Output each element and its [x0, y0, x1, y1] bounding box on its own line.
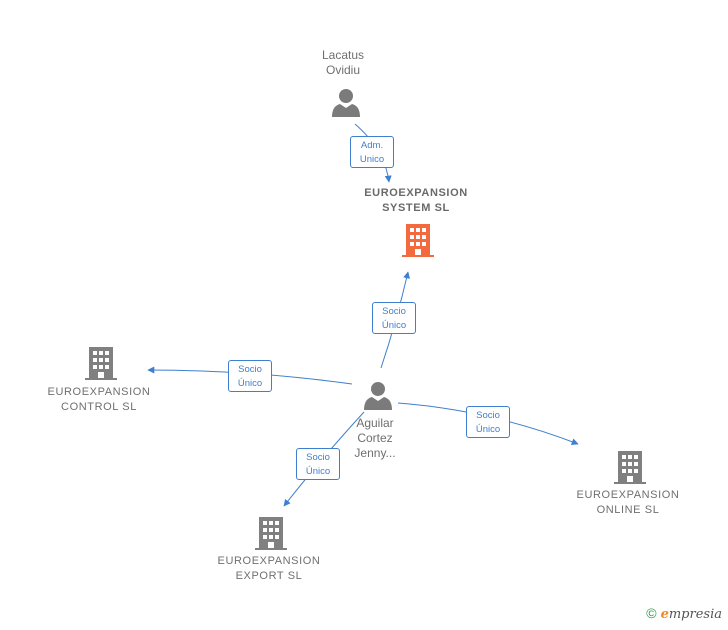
building-icon[interactable] — [614, 451, 646, 484]
edge-badge-line: Socio — [476, 410, 500, 421]
edge-badge-line: Único — [305, 466, 331, 477]
brand-initial: e — [660, 607, 669, 622]
person-name-line: Ovidiu — [325, 63, 360, 77]
person-name-line: Lacatus — [321, 48, 365, 62]
person-name-line: Aguilar — [356, 416, 394, 430]
person-icon[interactable] — [364, 382, 392, 410]
building-icon[interactable] — [255, 517, 287, 550]
person-label-aguilar[interactable]: Aguilar Cortez Jenny... — [335, 416, 415, 461]
person-name-line: Cortez — [357, 431, 393, 445]
edge-badge-line: Socio — [238, 364, 262, 375]
person-label-lacatus[interactable]: Lacatus Ovidiu — [303, 48, 383, 78]
edge-badge-line: Unico — [359, 154, 385, 165]
edge-badge-to-system[interactable]: Socio Único — [372, 302, 416, 334]
copyright-symbol: © — [646, 605, 657, 621]
edge-badge-adm[interactable]: Adm. Unico — [350, 136, 394, 168]
edge-badge-line: Adm. — [360, 140, 384, 151]
company-label-export[interactable]: EUROEXPANSION EXPORT SL — [199, 554, 339, 584]
company-name-line: EUROEXPANSION — [364, 187, 468, 199]
brand-rest: mpresia — [668, 607, 722, 622]
company-name-line: EUROEXPANSION — [47, 386, 151, 398]
company-name-line: EXPORT SL — [235, 570, 303, 582]
building-icon[interactable] — [402, 224, 434, 257]
company-label-online[interactable]: EUROEXPANSION ONLINE SL — [558, 488, 698, 518]
watermark: ©empresia — [646, 605, 722, 622]
brand-logo: empresia — [661, 607, 722, 622]
company-name-line: EUROEXPANSION — [576, 489, 680, 501]
company-name-line: CONTROL SL — [61, 401, 137, 413]
company-name-line: SYSTEM SL — [382, 202, 450, 214]
edge-badge-line: Socio — [382, 306, 406, 317]
edge-badge-to-export[interactable]: Socio Único — [296, 448, 340, 480]
edge-badge-line: Único — [475, 424, 501, 435]
company-label-control[interactable]: EUROEXPANSION CONTROL SL — [29, 385, 169, 415]
edge-badge-line: Socio — [306, 452, 330, 463]
company-name-line: ONLINE SL — [596, 504, 660, 516]
person-icon[interactable] — [332, 89, 360, 117]
company-name-line: EUROEXPANSION — [217, 555, 321, 567]
person-name-line: Jenny... — [354, 446, 396, 460]
company-label-system[interactable]: EUROEXPANSION SYSTEM SL — [346, 186, 486, 216]
edge-badge-line: Único — [381, 320, 407, 331]
building-icon[interactable] — [85, 347, 117, 380]
edge-badge-to-control[interactable]: Socio Único — [228, 360, 272, 392]
edge-badge-line: Único — [237, 378, 263, 389]
edge-badge-to-online[interactable]: Socio Único — [466, 406, 510, 438]
